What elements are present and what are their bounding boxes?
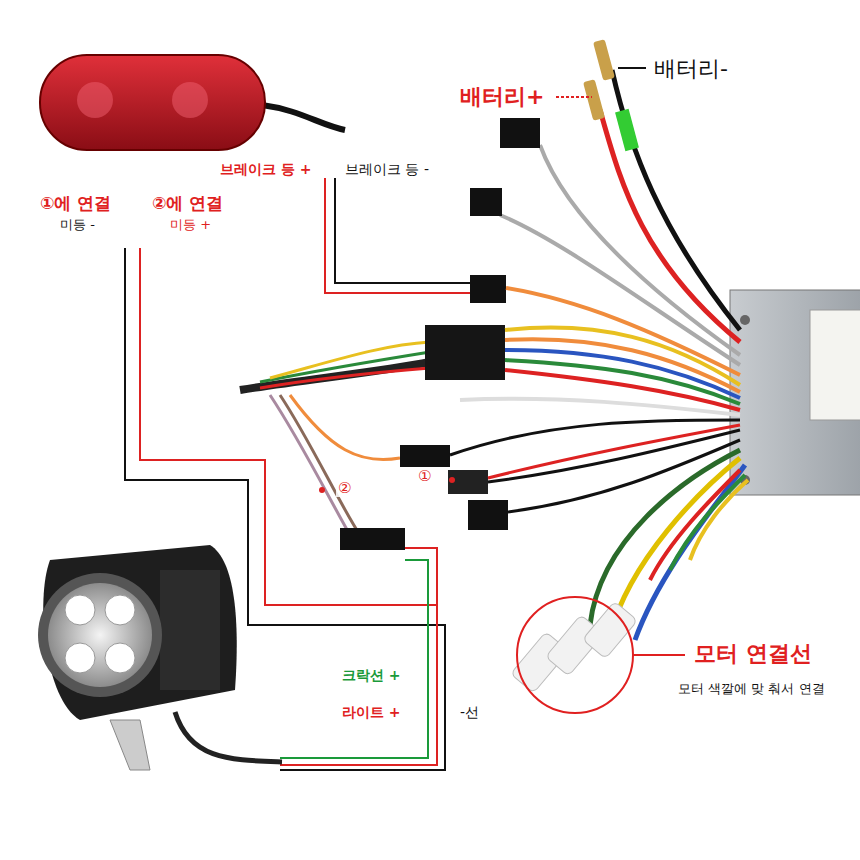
battery-minus-label: 배터리-: [652, 56, 730, 81]
callout-number: ①: [416, 468, 433, 485]
motor-wire-label: 모터 연결선: [692, 641, 814, 666]
connect-label: ①에 연결: [38, 194, 113, 214]
motor-note: 모터 색깔에 맞 춰서 연결: [676, 682, 827, 697]
horn-plus-label: 크락션 +: [340, 667, 403, 683]
tail-plus-label: 미등 +: [168, 218, 213, 233]
ground-label: -선: [458, 704, 481, 720]
connect-label: ②에 연결: [150, 194, 225, 214]
tail-minus-label: 미등 -: [58, 218, 97, 233]
brake-minus-label: 브레이크 등 -: [343, 161, 431, 177]
battery-plus-label: 배터리+: [458, 84, 546, 109]
light-plus-label: 라이트 +: [340, 704, 403, 720]
callout-number: ②: [336, 480, 353, 497]
brake-plus-label: 브레이크 등 +: [218, 161, 313, 177]
